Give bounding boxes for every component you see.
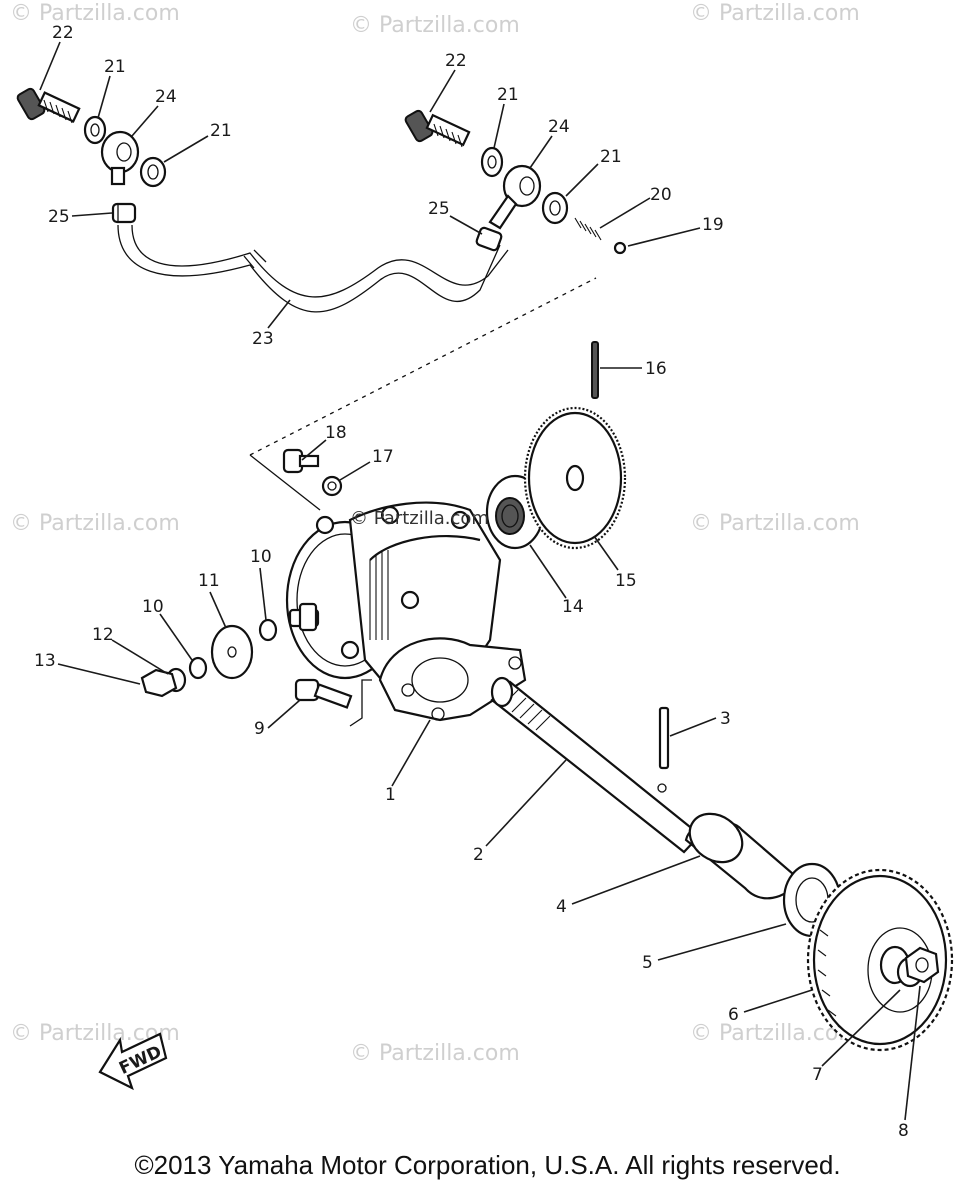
banjo-24-right bbox=[488, 164, 542, 230]
driven-gear-6 bbox=[806, 868, 954, 1052]
watermark: © Partzilla.com bbox=[690, 511, 860, 536]
check-ball-19 bbox=[613, 241, 627, 255]
callouts: 22 21 24 21 25 22 21 24 21 20 19 25 bbox=[34, 23, 921, 1141]
callout-22: 22 bbox=[445, 51, 467, 71]
callout-21: 21 bbox=[600, 147, 622, 167]
watermark: © Partzilla.com bbox=[10, 511, 180, 536]
nut-8 bbox=[904, 946, 940, 984]
callout-21: 21 bbox=[104, 57, 126, 77]
bracket-line bbox=[349, 679, 372, 727]
dashed-leader bbox=[249, 277, 597, 456]
callout-10: 10 bbox=[250, 547, 272, 567]
callout-7: 7 bbox=[812, 1065, 823, 1085]
callout-25: 25 bbox=[428, 199, 450, 219]
oil-hose-23 bbox=[117, 224, 509, 313]
nut-13 bbox=[140, 668, 178, 698]
banjo-24-left bbox=[100, 130, 140, 186]
center-watermark: © Partzilla.com bbox=[350, 508, 489, 529]
callout-22: 22 bbox=[52, 23, 74, 43]
washer-21 bbox=[83, 115, 107, 145]
callout-9: 9 bbox=[254, 719, 265, 739]
callout-12: 12 bbox=[92, 625, 114, 645]
callout-4: 4 bbox=[556, 897, 567, 917]
watermark: © Partzilla.com bbox=[350, 1041, 520, 1066]
callout-10: 10 bbox=[142, 597, 164, 617]
pin-3 bbox=[658, 706, 670, 770]
callout-13: 13 bbox=[34, 651, 56, 671]
callout-8: 8 bbox=[898, 1121, 909, 1141]
callout-6: 6 bbox=[728, 1005, 739, 1025]
copyright-notice: ©2013 Yamaha Motor Corporation, U.S.A. A… bbox=[134, 1150, 841, 1180]
gasket-1 bbox=[378, 637, 527, 722]
callout-24: 24 bbox=[548, 117, 570, 137]
callout-24: 24 bbox=[155, 87, 177, 107]
gear-15 bbox=[523, 406, 627, 550]
washer-10 bbox=[258, 618, 278, 642]
plate-11 bbox=[210, 624, 254, 680]
callout-3: 3 bbox=[720, 709, 731, 729]
screw-9 bbox=[294, 678, 353, 709]
callout-20: 20 bbox=[650, 185, 672, 205]
callout-2: 2 bbox=[473, 845, 484, 865]
union-bolt-right bbox=[404, 109, 471, 148]
watermark: © Partzilla.com bbox=[350, 13, 520, 38]
washer-10 bbox=[188, 656, 208, 680]
callout-18: 18 bbox=[325, 423, 347, 443]
callout-14: 14 bbox=[562, 597, 584, 617]
callout-16: 16 bbox=[645, 359, 667, 379]
spring-20 bbox=[574, 217, 602, 241]
callout-5: 5 bbox=[642, 953, 653, 973]
clip-25-left bbox=[111, 202, 137, 224]
callout-11: 11 bbox=[198, 571, 220, 591]
callout-17: 17 bbox=[372, 447, 394, 467]
washer-17 bbox=[321, 475, 343, 497]
watermark: © Partzilla.com bbox=[690, 1, 860, 26]
pin-16 bbox=[591, 341, 599, 399]
callout-21: 21 bbox=[497, 85, 519, 105]
watermarks: © Partzilla.com © Partzilla.com © Partzi… bbox=[10, 1, 860, 1066]
callout-25: 25 bbox=[48, 207, 70, 227]
callout-15: 15 bbox=[615, 571, 637, 591]
callout-21: 21 bbox=[210, 121, 232, 141]
watermark: © Partzilla.com bbox=[10, 1, 180, 26]
callout-23: 23 bbox=[252, 329, 274, 349]
washer-21 bbox=[541, 191, 569, 225]
clip-25-right bbox=[475, 226, 503, 252]
shaft-hardware-left bbox=[140, 618, 278, 698]
screw-18 bbox=[282, 448, 320, 474]
dashed-leader bbox=[249, 454, 321, 511]
washer-21 bbox=[139, 156, 167, 188]
sleeve-4 bbox=[684, 812, 802, 900]
upper-assembly-right bbox=[404, 109, 627, 255]
washer-21 bbox=[480, 146, 504, 178]
callout-19: 19 bbox=[702, 215, 724, 235]
upper-assembly-left bbox=[16, 87, 167, 224]
union-bolt-left bbox=[16, 87, 81, 124]
callout-1: 1 bbox=[385, 785, 396, 805]
